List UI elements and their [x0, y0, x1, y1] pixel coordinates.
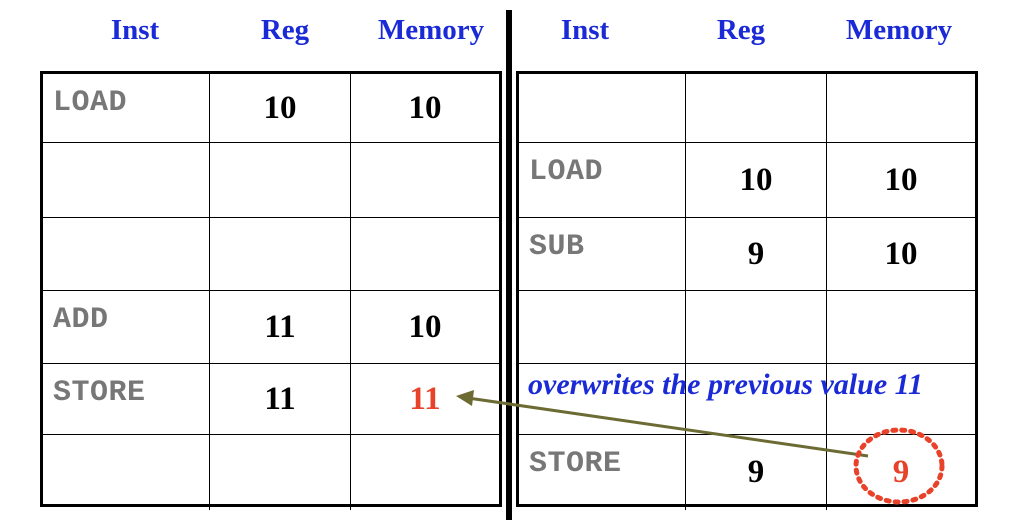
center-divider — [506, 10, 512, 520]
left-cell-r0-c1: 10 — [210, 74, 351, 143]
left-memory-value: 10 — [408, 89, 442, 126]
left-cell-r2-c2 — [351, 218, 499, 291]
right-header-inst: Inst — [560, 14, 610, 46]
left-cell-r1-c1 — [210, 143, 351, 218]
right-memory-value: 10 — [884, 235, 918, 272]
right-cell-r3-c0 — [519, 291, 686, 364]
right-cell-r0-c0 — [519, 74, 686, 143]
left-header-reg: Reg — [260, 14, 310, 46]
highlight-circle — [853, 427, 945, 505]
left-cell-r5-c0 — [43, 435, 210, 510]
right-cell-r0-c2 — [827, 74, 975, 143]
right-header-memory: Memory — [845, 14, 953, 46]
overwrite-annotation: overwrites the previous value 11 — [528, 368, 923, 401]
overwrite-arrow-line — [467, 396, 869, 458]
left-reg-value: 10 — [263, 89, 297, 126]
left-cell-r1-c0 — [43, 143, 210, 218]
right-reg-value: 10 — [739, 161, 773, 198]
left-cell-r4-c0: STORE — [43, 364, 210, 435]
left-header-inst: Inst — [110, 14, 160, 46]
right-header-reg: Reg — [716, 14, 766, 46]
left-cell-r3-c1: 11 — [210, 291, 351, 364]
right-cell-r4-c2 — [827, 364, 975, 435]
right-reg-value: 9 — [747, 235, 765, 272]
left-cell-r0-c2: 10 — [351, 74, 499, 143]
left-memory-value: 10 — [408, 308, 442, 345]
left-cell-r2-c0 — [43, 218, 210, 291]
left-cell-r3-c2: 10 — [351, 291, 499, 364]
right-cell-r3-c2 — [827, 291, 975, 364]
left-header-memory: Memory — [377, 14, 485, 46]
right-instruction: LOAD — [529, 155, 604, 189]
right-reg-value: 9 — [747, 454, 765, 490]
right-cell-r2-c0: SUB — [519, 218, 686, 291]
left-cell-r5-c1 — [210, 435, 351, 510]
left-instruction: LOAD — [53, 86, 128, 120]
right-instruction: STORE — [529, 447, 622, 481]
left-cell-r2-c1 — [210, 218, 351, 291]
left-cell-r3-c0: ADD — [43, 291, 210, 364]
left-cell-r0-c0: LOAD — [43, 74, 210, 143]
left-cell-r4-c2: 11 — [351, 364, 499, 435]
right-memory-value: 10 — [884, 161, 918, 198]
overwrite-arrow-head — [456, 390, 474, 406]
right-cell-r4-c0 — [519, 364, 686, 435]
right-cell-r2-c2: 10 — [827, 218, 975, 291]
right-cell-r3-c1 — [686, 291, 827, 364]
right-cell-r0-c1 — [686, 74, 827, 143]
left-instruction: STORE — [53, 376, 146, 410]
left-memory-value: 11 — [409, 380, 441, 417]
right-cell-r5-c1: 9 — [686, 435, 827, 510]
right-cell-r5-c0: STORE — [519, 435, 686, 510]
right-cell-r2-c1: 9 — [686, 218, 827, 291]
right-memory-value: 9 — [892, 454, 910, 490]
left-reg-value: 11 — [264, 380, 296, 417]
right-cell-r1-c1: 10 — [686, 143, 827, 218]
right-cell-r1-c0: LOAD — [519, 143, 686, 218]
right-cell-r4-c1 — [686, 364, 827, 435]
left-cell-r4-c1: 11 — [210, 364, 351, 435]
right-cell-r5-c2: 9 — [827, 435, 975, 510]
left-reg-value: 11 — [264, 308, 296, 345]
left-cell-r1-c2 — [351, 143, 499, 218]
left-instruction: ADD — [53, 303, 109, 337]
right-instruction: SUB — [529, 230, 585, 264]
right-cell-r1-c2: 10 — [827, 143, 975, 218]
